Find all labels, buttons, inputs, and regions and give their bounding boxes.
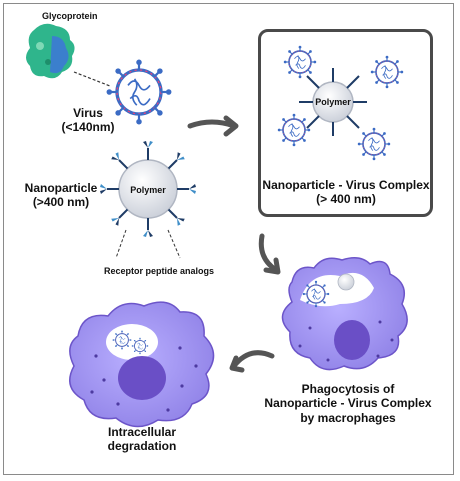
nanoparticle-polymer-label: Polymer — [130, 185, 166, 195]
degradation-line-1: Intracellular — [107, 425, 177, 439]
macrophage-degradation-icon — [69, 301, 215, 428]
phago-line-2: Nanoparticle - Virus Complex — [264, 396, 432, 411]
phago-line-3: by macrophages — [300, 410, 396, 425]
complex-polymer-label: Polymer — [315, 97, 351, 107]
phago-line-1: Phagocytosis of — [301, 382, 395, 396]
complex-box — [258, 29, 433, 217]
complex-label: Nanoparticle - Virus Complex (> 400 nm) — [260, 178, 432, 207]
arrow-icon — [187, 115, 281, 373]
nanoparticle-icon — [99, 140, 197, 259]
nanoparticle-name: Nanoparticle — [24, 181, 98, 195]
glycoprotein-label: Glycoprotein — [42, 11, 98, 21]
complex-size: (> 400 nm) — [316, 192, 376, 207]
complex-icon — [276, 44, 405, 162]
nanoparticle-size: (>400 nm) — [32, 195, 90, 210]
nanoparticle-label: Nanoparticle (>400 nm) — [16, 181, 106, 210]
figure-frame — [3, 3, 454, 475]
virus-name: Virus — [73, 106, 103, 120]
phagocytosis-label: Phagocytosis of Nanoparticle - Virus Com… — [258, 382, 438, 425]
macrophage-icon — [281, 257, 408, 371]
degradation-label: Intracellular degradation — [92, 425, 192, 454]
degradation-line-2: degradation — [107, 439, 177, 454]
virus-size: (<140nm) — [61, 120, 115, 135]
complex-title: Nanoparticle - Virus Complex — [262, 178, 430, 192]
receptor-analogs-label: Receptor peptide analogs — [104, 266, 215, 276]
glycoprotein-icon — [26, 23, 111, 87]
virus-label: Virus (<140nm) — [58, 106, 118, 135]
